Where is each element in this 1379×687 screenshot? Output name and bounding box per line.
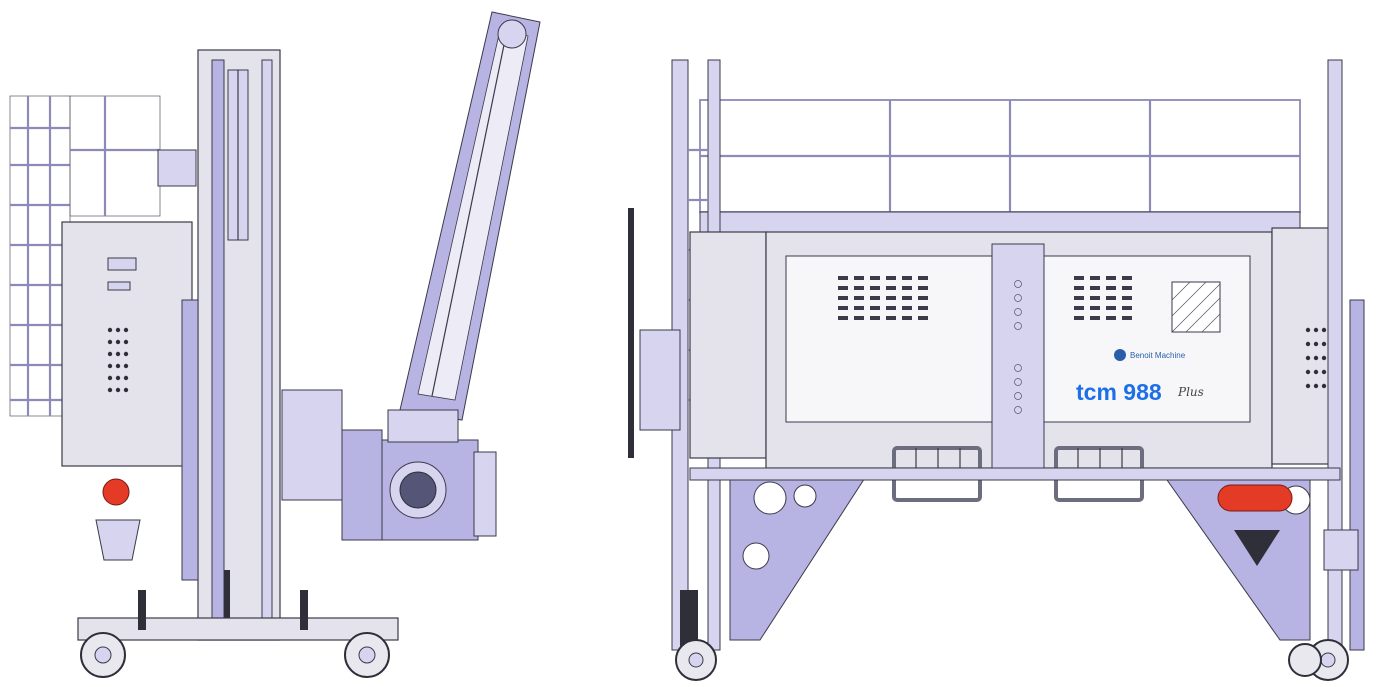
brand-logo: Benoit Machine xyxy=(1114,349,1186,361)
front-red-tank xyxy=(1217,484,1293,512)
front-right-grille xyxy=(1074,276,1132,320)
side-red-tank xyxy=(102,478,130,506)
front-left-grille xyxy=(838,276,928,320)
logo-text: Benoit Machine xyxy=(1130,351,1186,360)
side-railing xyxy=(9,95,161,417)
front-center-bolts xyxy=(1014,280,1022,414)
side-base xyxy=(77,617,399,641)
side-cabinet-vents xyxy=(107,327,129,393)
front-view: Benoit Machine tcm 988 Plus xyxy=(628,59,1365,681)
model-suffix: Plus xyxy=(1177,385,1204,399)
side-arm xyxy=(399,11,541,421)
front-hatched-panel xyxy=(1171,281,1221,333)
front-railing xyxy=(699,99,1301,233)
front-right-vents xyxy=(1305,327,1327,389)
side-drive-head xyxy=(281,389,497,541)
model-label: tcm 988 xyxy=(1076,379,1162,405)
front-frame-legs xyxy=(729,469,1359,641)
side-view xyxy=(9,11,541,678)
